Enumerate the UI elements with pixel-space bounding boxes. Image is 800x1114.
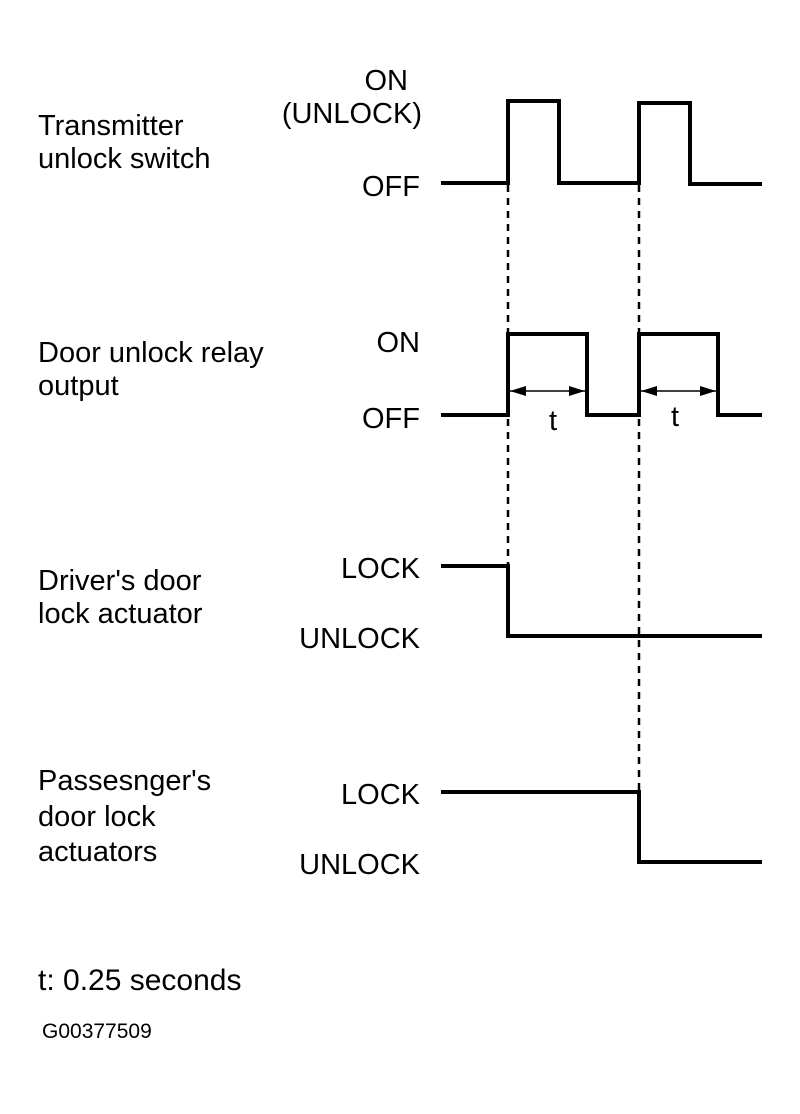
time-note: t: 0.25 seconds — [38, 964, 241, 997]
level-lock-label: LOCK — [341, 779, 421, 811]
waveform-door-unlock-relay — [441, 332, 762, 417]
signal-label-transmitter-line1: Transmitter — [38, 110, 184, 142]
level-on-label: ON — [365, 65, 409, 97]
level-unlock-label: (UNLOCK) — [282, 98, 422, 130]
waveform-transmitter-unlock-switch — [441, 99, 762, 186]
level-lock-label: LOCK — [341, 553, 421, 585]
signal-label-relay-line1: Door unlock relay — [38, 337, 264, 369]
level-unlock-label: UNLOCK — [299, 623, 421, 655]
pulse-width-dimension-1: t — [510, 386, 585, 437]
arrowhead-right-icon — [700, 386, 716, 396]
signal-label-passenger-line1: Passesnger's — [38, 765, 211, 797]
pulse-width-dimension-2: t — [641, 386, 716, 433]
signal-label-driver-line1: Driver's door — [38, 565, 202, 597]
pulse-width-label: t — [671, 401, 679, 433]
level-unlock-label: UNLOCK — [299, 849, 421, 881]
arrowhead-right-icon — [569, 386, 585, 396]
signal-label-driver-line2: lock actuator — [38, 598, 203, 630]
level-off-label: OFF — [362, 171, 420, 203]
level-off-label: OFF — [362, 403, 420, 435]
signal-label-relay-line2: output — [38, 370, 119, 402]
pulse-width-label: t — [549, 405, 557, 437]
signal-label-passenger-line2: door lock — [38, 801, 156, 833]
signal-label-passenger-line3: actuators — [38, 836, 157, 868]
waveform-driver-door-lock-actuator — [441, 564, 762, 638]
arrowhead-left-icon — [510, 386, 526, 396]
arrowhead-left-icon — [641, 386, 657, 396]
figure-id: G00377509 — [42, 1020, 152, 1043]
level-on-label: ON — [377, 327, 421, 359]
signal-label-transmitter-line2: unlock switch — [38, 143, 210, 175]
waveform-passenger-door-lock-actuators — [441, 790, 762, 864]
